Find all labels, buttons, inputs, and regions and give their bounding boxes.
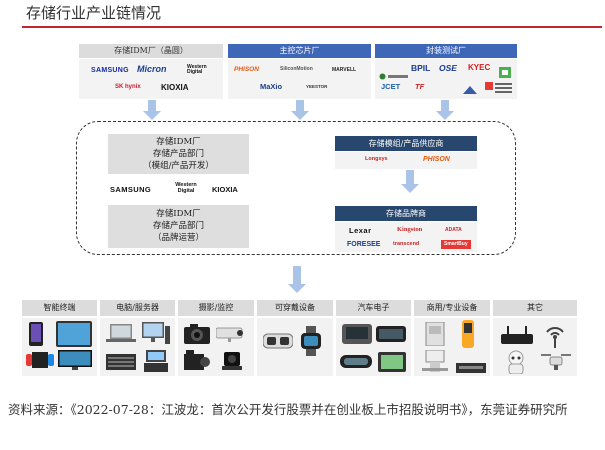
brand-panel: Lexar Kingston ADATA FORESEE transcend S…: [335, 222, 477, 252]
mid-samsung-logo: SAMSUNG: [110, 185, 152, 194]
storage-product-container: [76, 121, 516, 255]
drone-icon: [541, 352, 571, 376]
packaging-logo-panel: BPIL OSE KYEC JCET TF: [375, 59, 517, 99]
mid-kioxia-logo: KIOXIA: [212, 185, 238, 194]
kyec-logo: KYEC: [468, 63, 491, 72]
packaging-logo-cn-4: [485, 80, 513, 94]
smartphone-icon: [28, 322, 44, 350]
category-wearables: 可穿戴设备: [257, 300, 333, 316]
category-commercial-equipment: 商用/专业设备: [414, 300, 490, 316]
micron-logo: Micron: [137, 64, 167, 74]
sk-hynix-logo: SK hynix: [115, 84, 141, 90]
idm-product-dev-box: 存储IDM厂 存储产品部门 （模组/产品开发）: [108, 134, 249, 174]
arrow-controller-down: [291, 100, 309, 120]
western-digital-logo: Western Digital: [187, 64, 207, 75]
camera-icon: [184, 324, 210, 348]
smartwatch-icon: [299, 326, 323, 360]
transcend-logo: transcend: [393, 241, 420, 247]
pc-server-devices: [100, 318, 175, 376]
kioxia-logo: KIOXIA: [161, 83, 189, 92]
dashcam-icon: [376, 326, 406, 346]
module-supplier-panel: Longsys PHISON: [335, 152, 477, 169]
vr-headset-icon: [262, 332, 294, 354]
kingston-logo: Kingston: [397, 226, 423, 233]
page-title: 存储行业产业链情况: [26, 4, 162, 22]
idm-box-1-line-1: 存储IDM厂: [156, 137, 201, 147]
category-smart-terminal: 智能终端: [22, 300, 97, 316]
wireless-signal-icon: [543, 322, 567, 352]
car-infotainment-icon: [342, 322, 372, 350]
samsung-logo: SAMSUNG: [91, 67, 129, 74]
maxio-logo: MaXio: [260, 82, 283, 91]
idm-brand-ops-box: 存储IDM厂 存储产品部门 （品牌运营）: [108, 205, 249, 248]
brand-header: 存储品牌商: [335, 206, 477, 221]
packaging-logo-cn-1: [379, 65, 409, 80]
smart-terminal-devices: [22, 318, 97, 376]
tablet-icon: [56, 321, 92, 351]
category-auto-electronics: 汽车电子: [336, 300, 411, 316]
robot-icon: [505, 350, 527, 378]
packaging-header: 封装测试厂: [375, 44, 517, 58]
video-camera-icon: [184, 350, 210, 376]
auto-electronics-devices: [336, 318, 411, 376]
controller-logo-panel: PHISON SiliconMotion MARVELL MaXio YEEST…: [228, 59, 371, 99]
silicon-motion-logo: SiliconMotion: [280, 66, 313, 72]
rearview-mirror-icon: [340, 354, 372, 374]
wearable-devices: [257, 318, 333, 376]
arrow-to-applications: [288, 266, 306, 294]
tf-logo: TF: [415, 82, 425, 91]
idm-box-1-line-3: （模组/产品开发）: [143, 161, 214, 171]
jcet-logo: JCET: [381, 82, 401, 91]
adata-logo: ADATA: [445, 227, 462, 233]
controller-header: 主控芯片厂: [228, 44, 371, 58]
arrow-idm-down: [143, 100, 161, 120]
lexar-logo: Lexar: [349, 226, 372, 235]
printer-icon: [424, 321, 446, 350]
ose-logo: OSE: [439, 63, 457, 73]
security-camera-icon: [215, 326, 248, 346]
idm-logo-panel: SAMSUNG Micron Western Digital SK hynix …: [79, 59, 223, 99]
category-pc-server: 电脑/服务器: [100, 300, 175, 316]
category-others: 其它: [493, 300, 577, 316]
packaging-logo-cn-2: [499, 63, 511, 78]
other-devices: [493, 318, 577, 376]
idm-header: 存储IDM厂（晶圆）: [79, 44, 223, 58]
drone-camera-icon: [218, 350, 246, 376]
mid-western-digital-logo: Western Digital: [175, 182, 197, 194]
longsys-logo: Longsys: [365, 156, 388, 162]
category-camera-surveillance: 摄影/监控: [178, 300, 254, 316]
packaging-logo-cn-3: [461, 81, 479, 94]
pos-terminal-icon: [144, 350, 168, 376]
mid-phison-logo: PHISON: [423, 156, 450, 163]
commercial-equipment-devices: [414, 318, 490, 376]
bpil-logo: BPIL: [411, 63, 431, 73]
network-switch-icon: [456, 358, 486, 377]
title-divider: [22, 26, 602, 28]
medical-device-icon: [420, 349, 450, 376]
source-note: 资料来源：《2022-07-28：江波龙：首次公开发行股票并在创业板上市招股说明…: [8, 402, 568, 417]
smartbuy-logo: SmartBuy: [441, 240, 471, 249]
game-console-icon: [26, 352, 54, 372]
desktop-computer-icon: [142, 322, 170, 350]
foresee-logo: FORESEE: [347, 241, 381, 248]
idm-box-2-line-2: 存储产品部门: [152, 221, 204, 231]
arrow-packaging-down: [436, 100, 454, 120]
laptop-icon: [106, 324, 136, 348]
handheld-terminal-icon: [460, 320, 476, 352]
car-navigation-icon: [378, 352, 406, 376]
module-supplier-header: 存储模组/产品供应商: [335, 136, 477, 151]
yeestor-logo: YEESTOR: [306, 84, 328, 89]
idm-box-1-line-2: 存储产品部门: [152, 149, 204, 159]
idm-box-2-line-3: （品牌运营）: [152, 233, 204, 243]
marvell-logo: MARVELL: [332, 67, 357, 73]
router-icon: [501, 326, 533, 348]
smart-tv-icon: [58, 350, 92, 374]
server-icon: [106, 354, 136, 374]
camera-surveillance-devices: [178, 318, 254, 376]
arrow-module-to-brand: [401, 170, 419, 194]
phison-logo: PHISON: [234, 66, 259, 73]
idm-box-2-line-1: 存储IDM厂: [156, 209, 201, 219]
